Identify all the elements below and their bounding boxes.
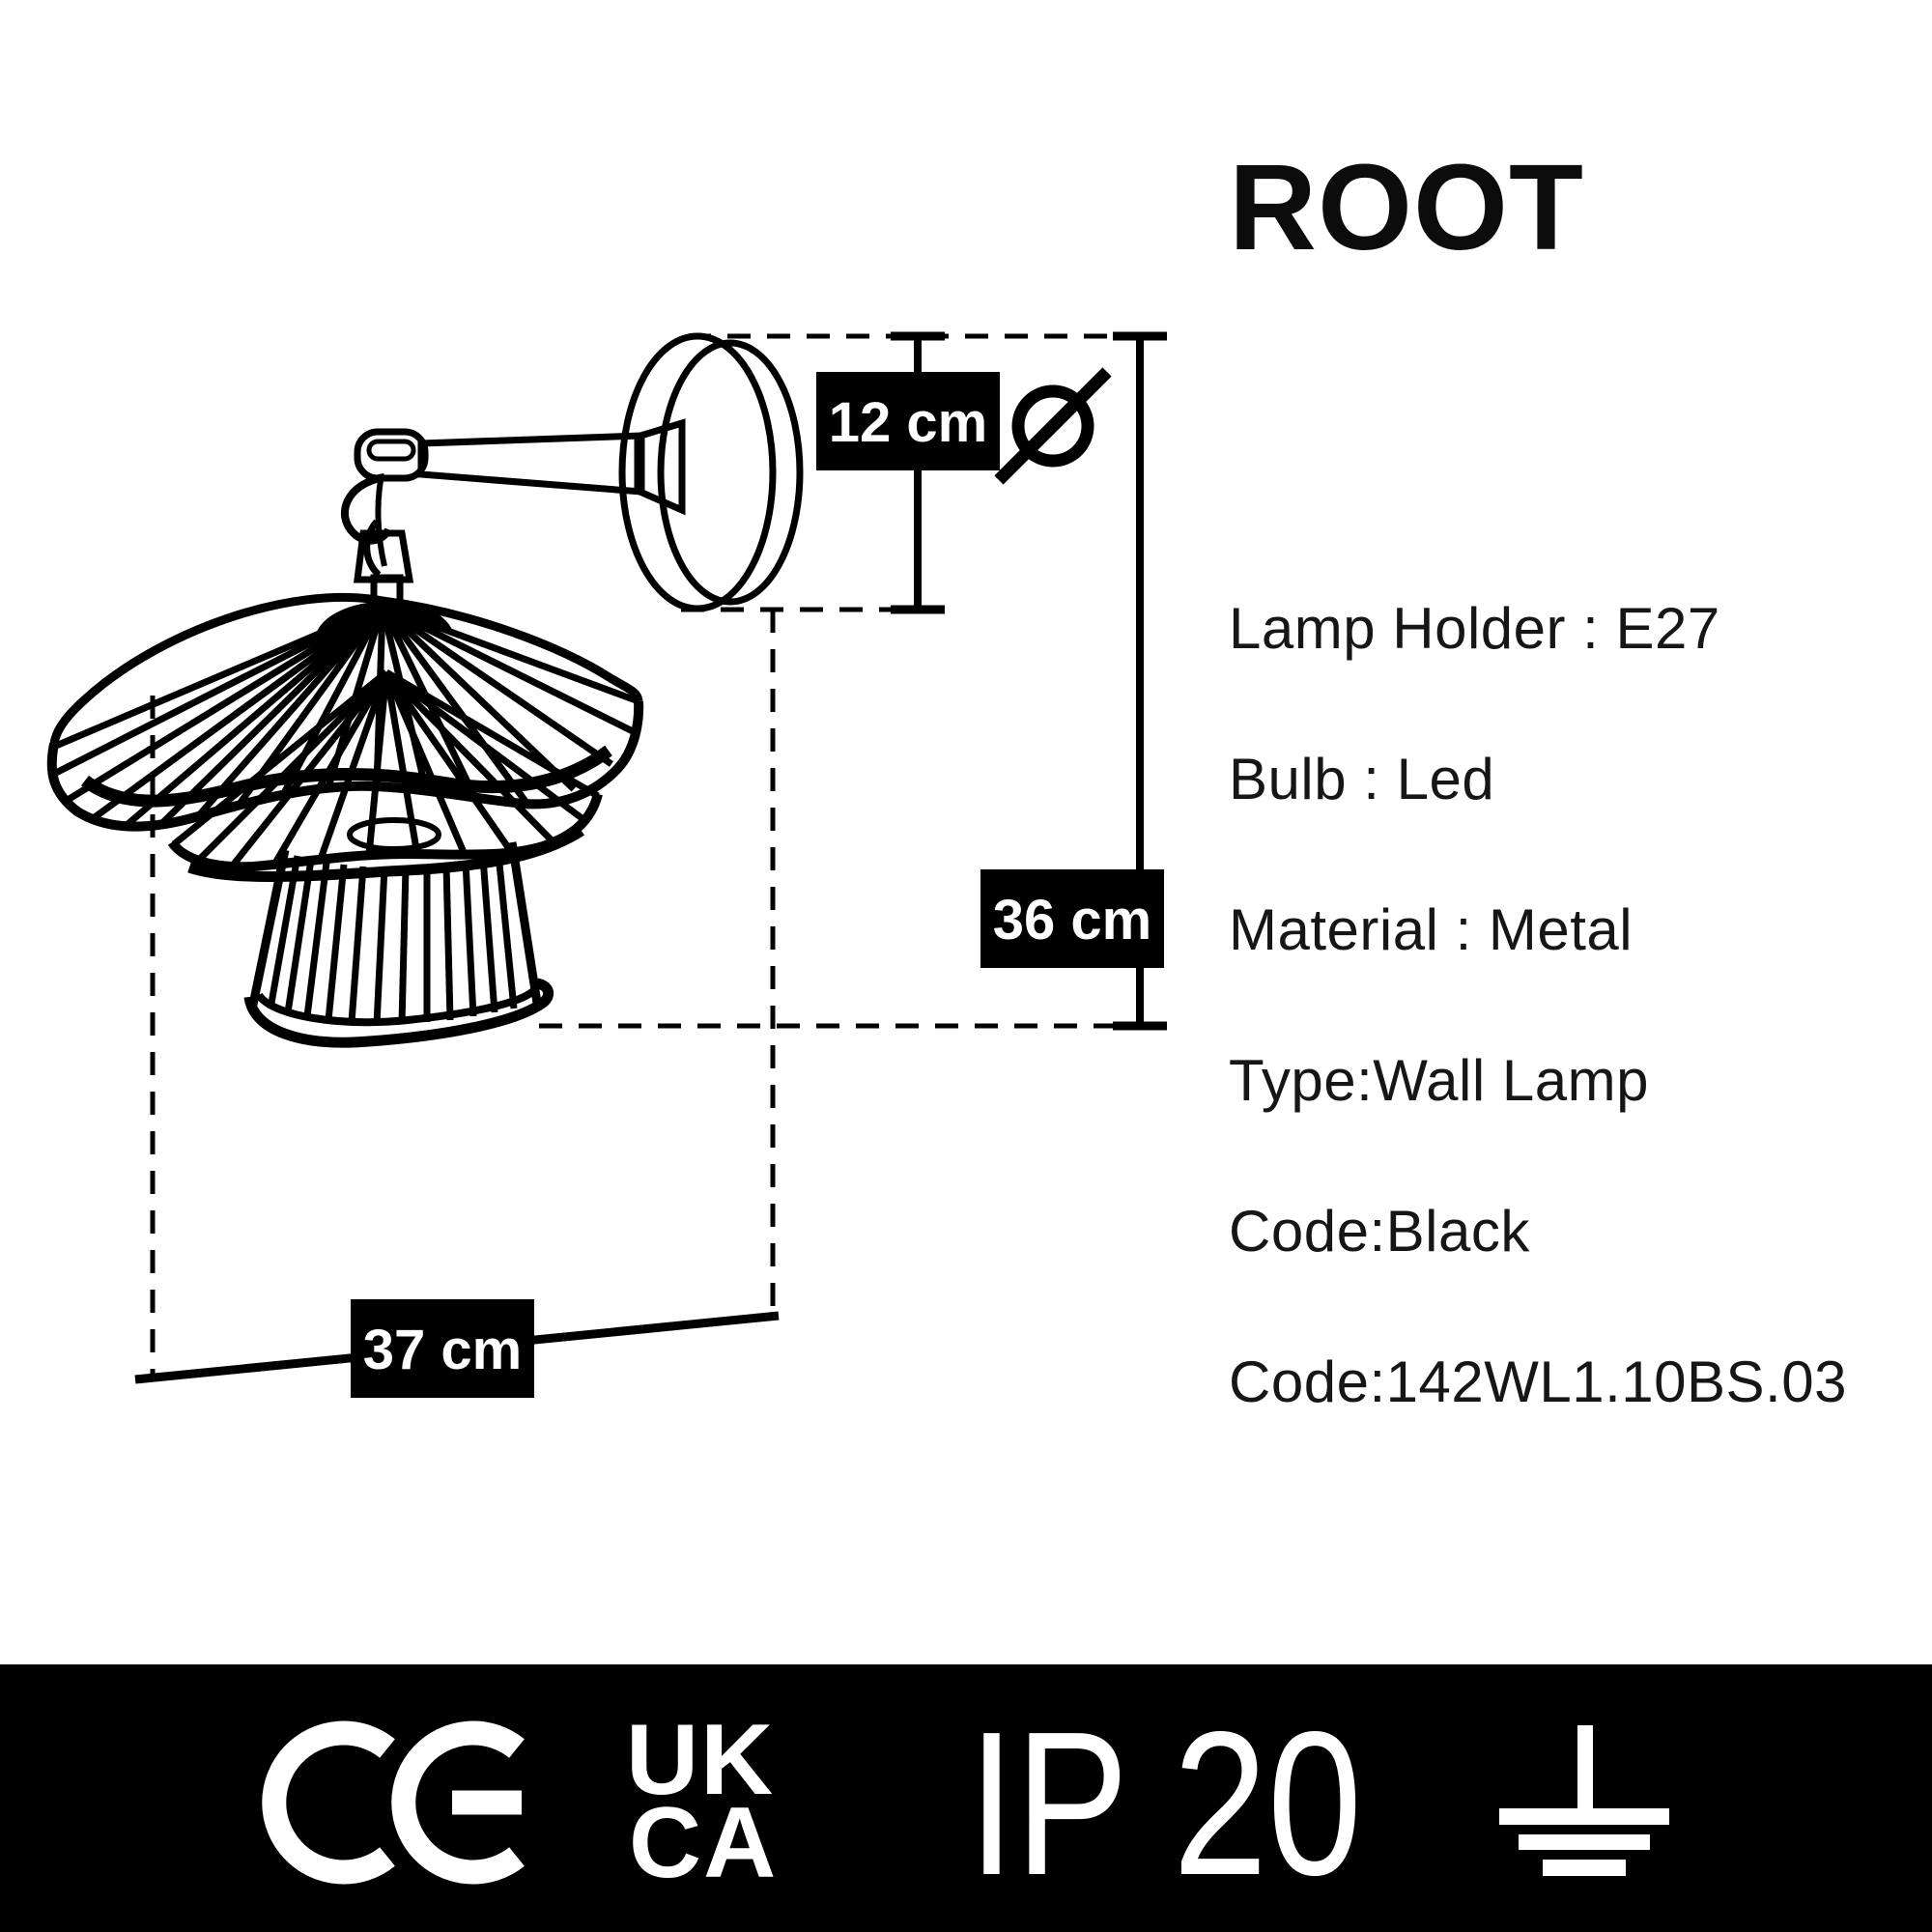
- spec-type: Type:Wall Lamp: [1229, 1048, 1649, 1113]
- plate-diameter-label: 12 cm: [816, 372, 1000, 470]
- diameter-symbol-icon: [994, 367, 1112, 485]
- top-canopy-upper-left-edge: [49, 592, 384, 745]
- top-canopy-rim-band: [80, 745, 612, 808]
- lamp-drawing: [46, 332, 804, 1048]
- shade-top-canopy: [46, 592, 644, 832]
- footer-bar: [0, 1664, 1932, 1932]
- middle-canopy-rim-fold: [187, 826, 584, 883]
- width-label: 37 cm: [351, 1299, 534, 1398]
- top-canopy-upper-right-edge: [382, 596, 643, 702]
- spec-material: Material : Metal: [1229, 897, 1634, 962]
- top-canopy-outer-rim: [46, 700, 644, 832]
- wall-plate: [618, 332, 804, 612]
- earth-ground-icon: [1499, 1725, 1669, 1876]
- dimension-labels: 12 cm 36 cm 37 cm: [351, 367, 1164, 1398]
- spec-product-code: Code:142WL1.10BS.03: [1229, 1350, 1847, 1414]
- ukca-line1: UK: [626, 1704, 775, 1816]
- hook-link-lower: [363, 519, 382, 578]
- bell-bottom-rim-inner: [255, 987, 536, 1027]
- mounting-arm: [341, 418, 686, 608]
- shade-clip: [354, 529, 414, 583]
- spec-lamp-holder: Lamp Holder : E27: [1229, 596, 1720, 661]
- apex-hub: [317, 601, 452, 634]
- dimension-lines: [134, 331, 1167, 1384]
- spec-bulb: Bulb : Led: [1229, 747, 1495, 811]
- plate-diameter-value: 12 cm: [829, 391, 987, 454]
- width-value: 37 cm: [363, 1319, 522, 1381]
- ce-mark-icon: [262, 1720, 525, 1885]
- ip-rating-mark: IP 20: [968, 1689, 1362, 1918]
- height-value: 36 cm: [993, 889, 1151, 952]
- spec-color-code: Code:Black: [1229, 1199, 1530, 1264]
- ukca-line2: CA: [629, 1787, 778, 1899]
- height-label: 36 cm: [980, 869, 1164, 968]
- product-title: ROOT: [1229, 139, 1584, 275]
- bell-bottom-rim-outer: [243, 978, 554, 1048]
- arm-rod: [417, 432, 645, 496]
- ukca-mark-icon: UK CA: [626, 1704, 778, 1899]
- socket-ring: [347, 817, 441, 852]
- shade-bell-cage: [243, 841, 554, 1048]
- arm-end-cap: [354, 428, 429, 482]
- arm-cone: [634, 418, 686, 516]
- certification-footer: UK CA IP 20: [0, 1664, 1932, 1932]
- hook-wire: [375, 474, 387, 567]
